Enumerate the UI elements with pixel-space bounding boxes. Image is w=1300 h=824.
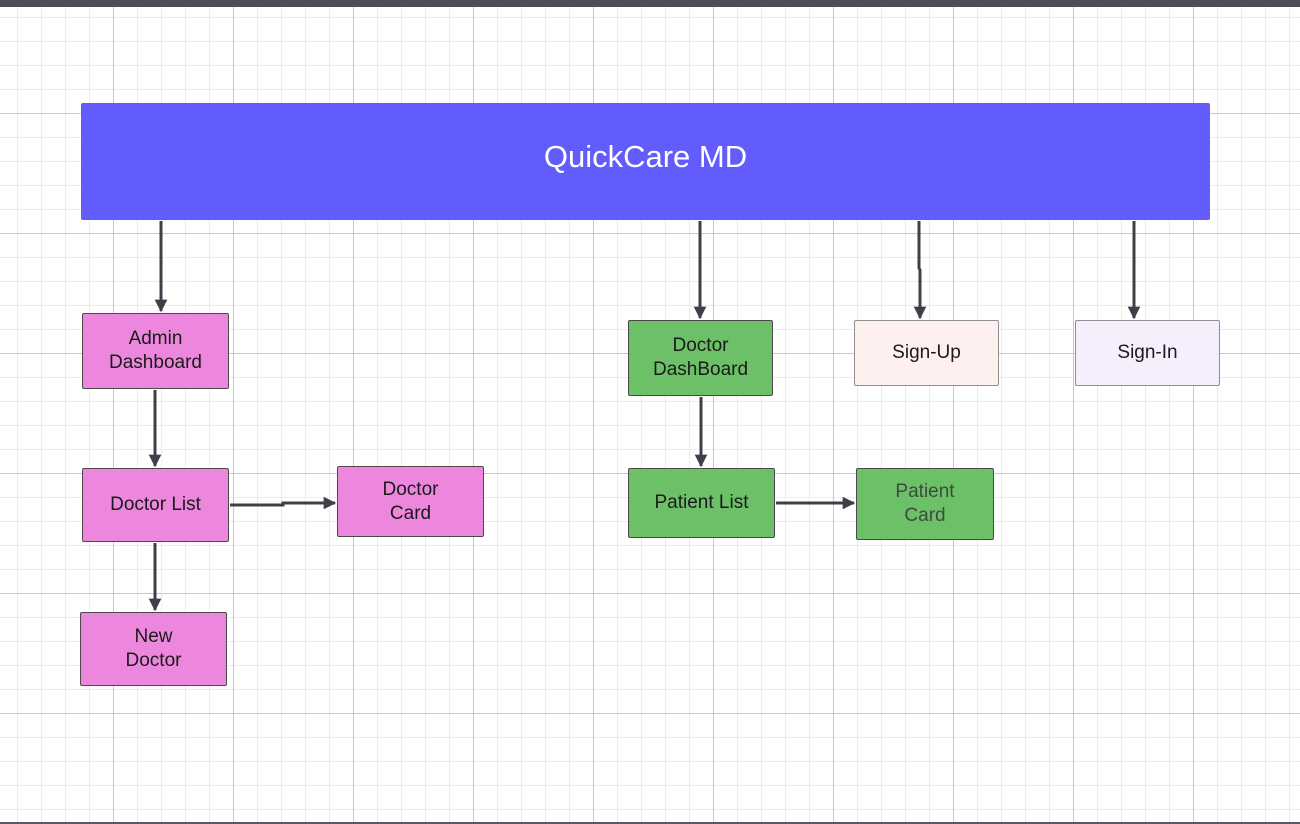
sign-in-node[interactable]: Sign-In	[1075, 320, 1220, 386]
edge-doctor-list-to-doctor-card	[230, 496, 337, 510]
app-title-node[interactable]: QuickCare MD	[81, 103, 1210, 220]
patient-card-node[interactable]: Patient Card	[856, 468, 994, 540]
edge-header-to-sign-up	[913, 221, 927, 320]
doctor-card-node[interactable]: Doctor Card	[337, 466, 484, 537]
sign-up-node[interactable]: Sign-Up	[854, 320, 999, 386]
admin-dashboard-label: Admin Dashboard	[109, 328, 202, 373]
doctor-dashboard-node[interactable]: Doctor DashBoard	[628, 320, 773, 396]
admin-dashboard-node[interactable]: Admin Dashboard	[82, 313, 229, 389]
sign-in-label: Sign-In	[1117, 342, 1178, 363]
doctor-list-node[interactable]: Doctor List	[82, 468, 229, 542]
app-title: QuickCare MD	[543, 138, 748, 174]
patient-list-node[interactable]: Patient List	[628, 468, 775, 538]
new-doctor-node[interactable]: New Doctor	[80, 612, 227, 686]
new-doctor-label: New Doctor	[125, 626, 182, 671]
top-toolbar-strip	[0, 0, 1300, 7]
doctor-card-label: Doctor Card	[382, 478, 439, 524]
patient-list-label: Patient List	[654, 492, 749, 513]
doctor-dashboard-label: Doctor DashBoard	[652, 335, 749, 380]
doctor-list-label: Doctor List	[110, 494, 201, 515]
sign-up-label: Sign-Up	[892, 342, 961, 363]
bottom-divider	[0, 822, 1300, 824]
patient-card-label: Patient Card	[895, 481, 955, 526]
